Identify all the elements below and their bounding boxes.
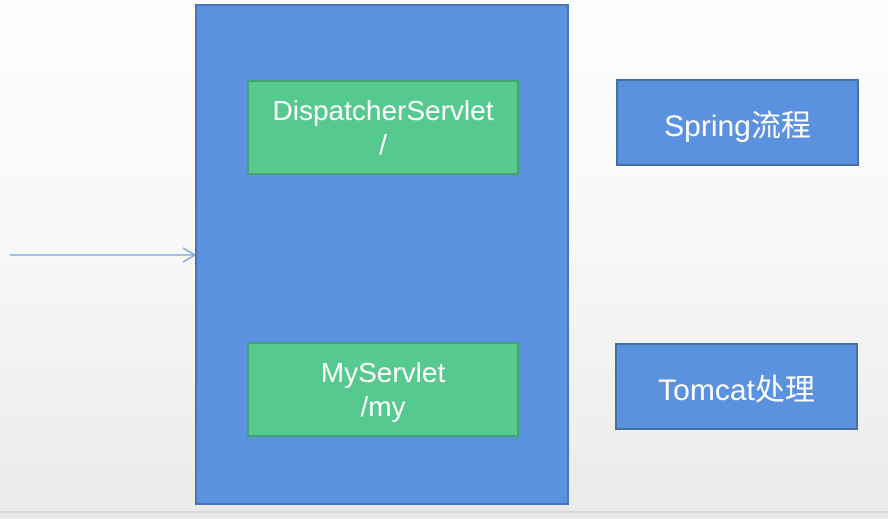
bottom-strip	[0, 513, 888, 519]
tomcat-handle-label: Tomcat处理	[615, 343, 858, 430]
tomcat-handle-label-text: Tomcat处理	[658, 373, 815, 407]
servlet-container-box: DispatcherServlet / MyServlet /my	[195, 4, 569, 505]
my-servlet-mapping: /my	[360, 390, 406, 422]
dispatcher-servlet-name: DispatcherServlet	[272, 94, 494, 126]
dispatcher-servlet-node: DispatcherServlet /	[247, 80, 519, 175]
spring-flow-label-text: Spring流程	[664, 109, 811, 143]
bottom-divider	[0, 511, 888, 513]
spring-flow-label: Spring流程	[616, 79, 859, 166]
my-servlet-node: MyServlet /my	[247, 342, 519, 437]
my-servlet-name: MyServlet	[320, 356, 446, 388]
arrow-right-icon	[10, 247, 197, 263]
dispatcher-servlet-mapping: /	[379, 128, 387, 160]
